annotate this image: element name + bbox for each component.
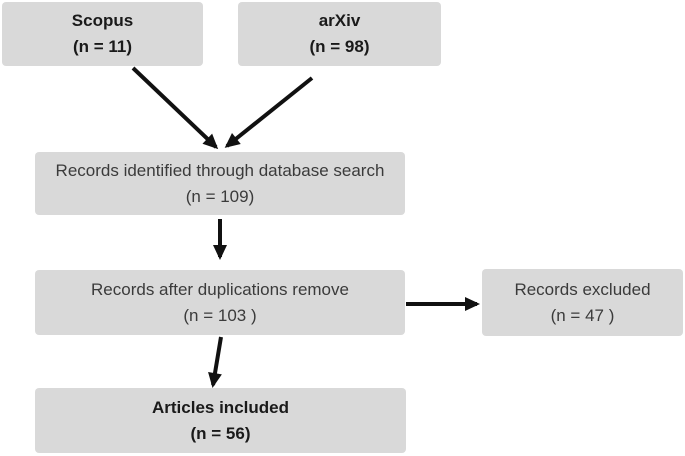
arrow-arxiv-to-identified (224, 76, 314, 148)
arrow-dedup-to-included (208, 336, 223, 388)
node-records-excluded: Records excluded (n = 47 ) (482, 269, 683, 336)
node-records-after-duplications-label: Records after duplications remove (91, 279, 349, 299)
arrow-scopus-to-identified (131, 66, 219, 150)
node-records-excluded-label: Records excluded (514, 279, 651, 299)
node-records-after-duplications: Records after duplications remove (n = 1… (35, 270, 405, 335)
node-articles-included-count: (n = 56) (190, 423, 251, 443)
node-arxiv: arXiv (n = 98) (238, 2, 441, 66)
node-arxiv-count: (n = 98) (309, 37, 370, 56)
node-records-after-duplications-count: (n = 103 ) (183, 305, 257, 325)
node-records-identified: Records identified through database sear… (35, 152, 405, 215)
node-articles-included-label: Articles included (152, 397, 289, 417)
node-records-identified-label: Records identified through database sear… (55, 160, 385, 180)
node-arxiv-label: arXiv (318, 11, 361, 30)
node-scopus-count: (n = 11) (72, 37, 133, 56)
node-scopus: Scopus (n = 11) (2, 2, 203, 66)
node-articles-included: Articles included (n = 56) (35, 388, 406, 453)
node-records-identified-count: (n = 109) (185, 186, 255, 206)
node-scopus-label: Scopus (71, 11, 134, 30)
node-records-excluded-count: (n = 47 ) (550, 305, 615, 325)
